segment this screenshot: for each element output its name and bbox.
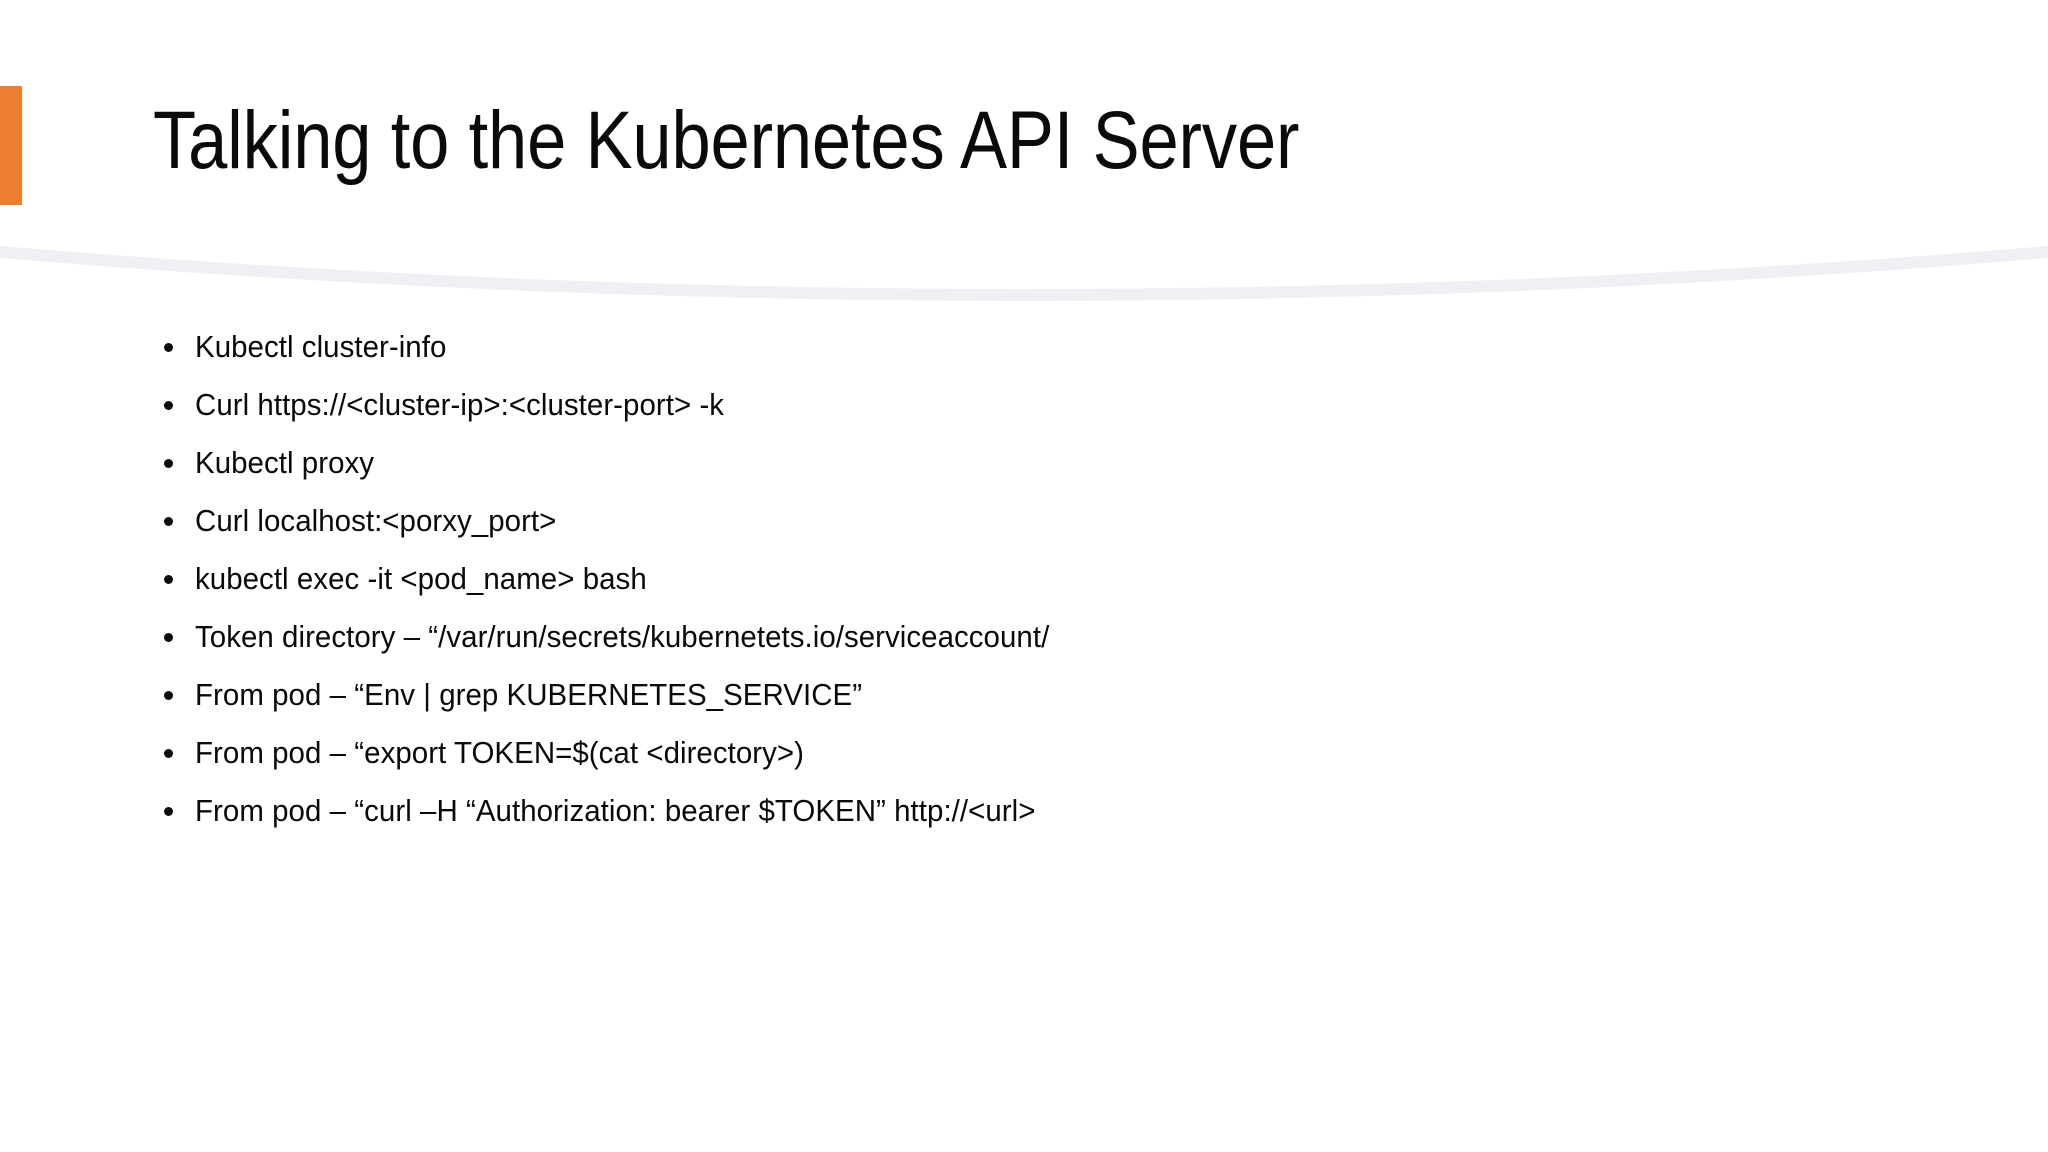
list-item: From pod – “export TOKEN=$(cat <director… — [155, 724, 1955, 782]
bullet-point-icon — [164, 401, 173, 410]
list-item: Curl https://<cluster-ip>:<cluster-port>… — [155, 376, 1955, 434]
bullet-point-icon — [164, 633, 173, 642]
list-item-label: Kubectl proxy — [195, 445, 375, 480]
list-item-label: Curl https://<cluster-ip>:<cluster-port>… — [195, 387, 725, 422]
list-item-label: Kubectl cluster-info — [195, 329, 447, 364]
bullet-list: Kubectl cluster-info Curl https://<clust… — [155, 318, 1955, 840]
bullet-point-icon — [164, 691, 173, 700]
list-item-label: From pod – “Env | grep KUBERNETES_SERVIC… — [195, 677, 863, 712]
bullet-point-icon — [164, 343, 173, 352]
list-item: Kubectl proxy — [155, 434, 1955, 492]
bullet-point-icon — [164, 459, 173, 468]
list-item: From pod – “Env | grep KUBERNETES_SERVIC… — [155, 666, 1955, 724]
list-item-label: Token directory – “/var/run/secrets/kube… — [195, 619, 1050, 654]
list-item: From pod – “curl –H “Authorization: bear… — [155, 782, 1955, 840]
bullet-point-icon — [164, 517, 173, 526]
bullet-point-icon — [164, 749, 173, 758]
list-item-label: From pod – “export TOKEN=$(cat <director… — [195, 735, 805, 770]
title-accent-bar — [0, 86, 22, 205]
list-item-label: kubectl exec -it <pod_name> bash — [195, 561, 647, 596]
list-item: kubectl exec -it <pod_name> bash — [155, 550, 1955, 608]
list-item: Kubectl cluster-info — [155, 318, 1955, 376]
title-divider-curve — [0, 246, 2048, 301]
list-item-label: From pod – “curl –H “Authorization: bear… — [195, 793, 1036, 828]
list-item: Curl localhost:<porxy_port> — [155, 492, 1955, 550]
bullet-point-icon — [164, 807, 173, 816]
page-title: Talking to the Kubernetes API Server — [153, 95, 1300, 186]
list-item: Token directory – “/var/run/secrets/kube… — [155, 608, 1955, 666]
list-item-label: Curl localhost:<porxy_port> — [195, 503, 557, 538]
bullet-point-icon — [164, 575, 173, 584]
